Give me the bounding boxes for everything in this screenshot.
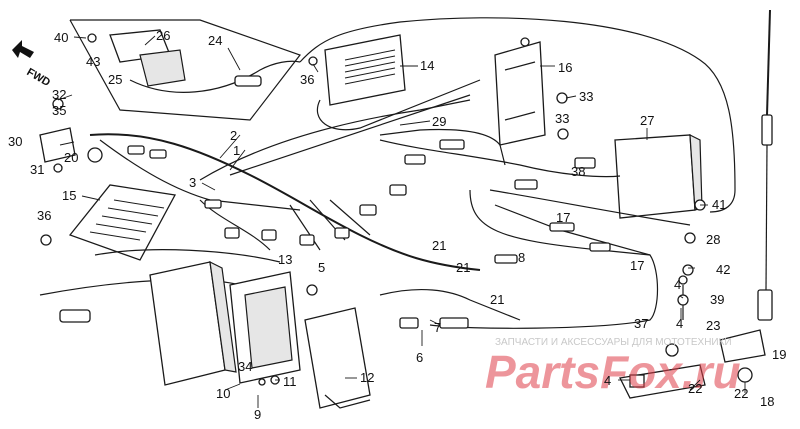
label-31: 31 (30, 162, 44, 177)
leader-lines (57, 35, 746, 408)
label-34: 34 (238, 359, 252, 374)
part-10-module (149, 260, 301, 386)
label-4-upper: 4 (674, 277, 681, 292)
label-39: 39 (710, 292, 724, 307)
label-17-lower: 17 (630, 258, 644, 273)
label-35: 35 (52, 103, 66, 118)
part-27-box (614, 133, 706, 219)
forward-arrow-icon: FWD (12, 40, 52, 89)
connectors (59, 139, 611, 329)
label-30: 30 (8, 134, 22, 149)
part-15-unit (68, 184, 177, 261)
label-20: 20 (64, 150, 78, 165)
label-32: 32 (52, 87, 66, 102)
label-22-a: 22 (688, 381, 702, 396)
label-23: 23 (706, 318, 720, 333)
label-13: 13 (278, 252, 292, 267)
label-8: 8 (518, 250, 525, 265)
watermark-caption: ЗАПЧАСТИ И АКСЕССУАРЫ ДЛЯ МОТОТЕХНИКИ (495, 337, 732, 348)
label-26: 26 (156, 28, 170, 43)
label-27: 27 (640, 113, 654, 128)
label-9: 9 (254, 407, 261, 422)
label-25: 25 (108, 72, 122, 87)
label-18: 18 (760, 394, 774, 409)
label-17-upper: 17 (556, 210, 570, 225)
label-33-upper: 33 (579, 89, 593, 104)
label-43: 43 (86, 54, 100, 69)
label-19: 19 (772, 347, 786, 362)
label-10: 10 (216, 386, 230, 401)
part-16-bracket (494, 37, 546, 146)
label-40: 40 (54, 30, 68, 45)
label-22-b: 22 (734, 386, 748, 401)
label-42: 42 (716, 262, 730, 277)
part-labels: 40 43 25 26 24 36 14 16 32 35 33 33 30 2… (8, 28, 786, 422)
fwd-label: FWD (25, 66, 53, 89)
antenna (757, 9, 773, 321)
label-15: 15 (62, 188, 76, 203)
label-21-a: 21 (432, 238, 446, 253)
label-7: 7 (434, 320, 441, 335)
label-37: 37 (634, 316, 648, 331)
label-24: 24 (208, 33, 222, 48)
part-22-bracket (619, 275, 766, 399)
label-36-left: 36 (37, 208, 51, 223)
label-1: 1 (233, 143, 240, 158)
label-11: 11 (283, 374, 297, 389)
part-30-bracket (39, 98, 103, 173)
label-14: 14 (420, 58, 434, 73)
label-29: 29 (432, 114, 446, 129)
part-12-cover (304, 307, 371, 409)
label-5: 5 (318, 260, 325, 275)
label-41: 41 (712, 197, 726, 212)
label-21-b: 21 (456, 260, 470, 275)
watermark-brand: PartsFox.ru (485, 346, 741, 398)
label-12: 12 (360, 370, 374, 385)
watermark: ЗАПЧАСТИ И АКСЕССУАРЫ ДЛЯ МОТОТЕХНИКИ Pa… (485, 337, 741, 398)
label-4-lower: 4 (604, 373, 611, 388)
label-2: 2 (230, 128, 237, 143)
label-3: 3 (189, 175, 196, 190)
label-38: 38 (571, 164, 585, 179)
inset-group-24 (69, 19, 301, 121)
part-14-unit (316, 34, 481, 131)
label-6: 6 (416, 350, 423, 365)
label-4-middle: 4 (676, 316, 683, 331)
label-36-top: 36 (300, 72, 314, 87)
label-33-lower: 33 (555, 111, 569, 126)
small-hardware (40, 56, 696, 386)
label-28: 28 (706, 232, 720, 247)
label-21-c: 21 (490, 292, 504, 307)
label-16: 16 (558, 60, 572, 75)
